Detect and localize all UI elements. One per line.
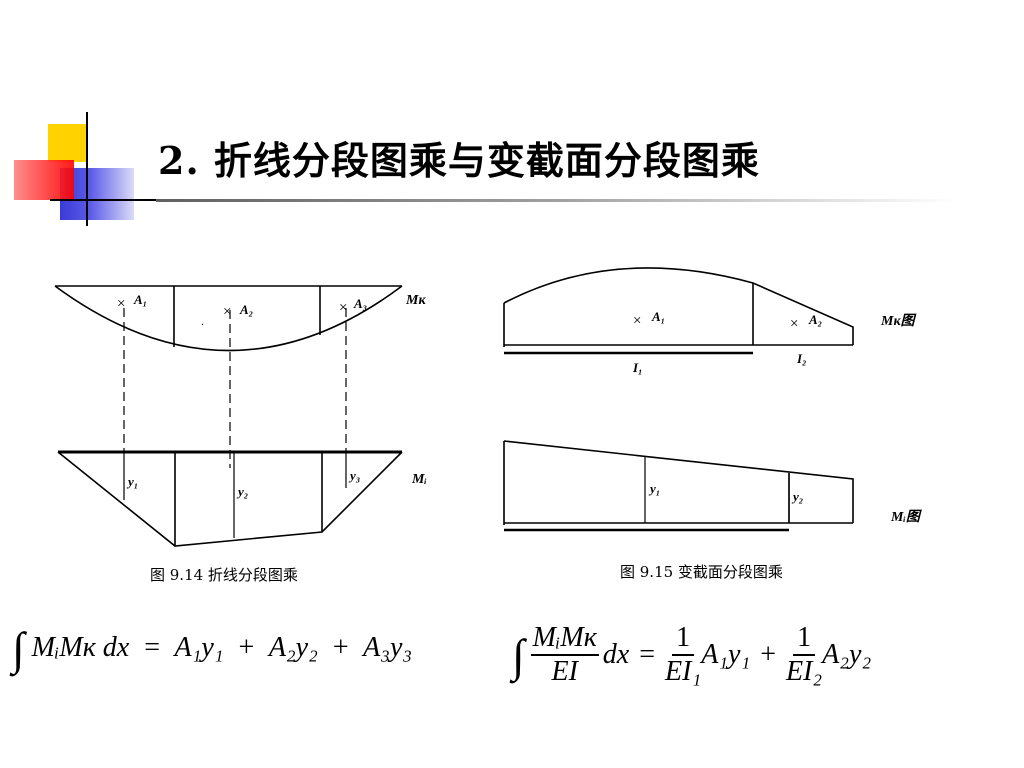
area-label-3: A₃ bbox=[353, 296, 367, 311]
equals: = bbox=[144, 632, 161, 663]
area-label-r2: A₂ bbox=[808, 312, 822, 327]
fraction-1-num: 1 bbox=[672, 622, 695, 656]
mi-polyline bbox=[57, 451, 403, 547]
area-label-r1: A₁ bbox=[651, 309, 665, 324]
area-label-1: A₁ bbox=[133, 292, 147, 307]
area-marker-r2: × bbox=[790, 316, 798, 332]
fraction-2: 1 EI₂ bbox=[786, 622, 822, 688]
fraction-1: 1 EI₁ bbox=[665, 622, 701, 688]
fraction-main-den: EI bbox=[551, 656, 578, 687]
slide-title: 2. 折线分段图乘与变截面分段图乘 bbox=[158, 138, 760, 183]
dx: dx bbox=[602, 639, 630, 670]
fraction-2-den: EI₂ bbox=[786, 656, 823, 687]
ord-label-2: y₂ bbox=[236, 484, 248, 499]
plus-2: + bbox=[332, 632, 349, 663]
title-underline bbox=[156, 199, 956, 202]
term-r1: A₁y₁ bbox=[701, 639, 751, 670]
mi-label: Mᵢ bbox=[411, 472, 427, 487]
term-3: A₃y₃ bbox=[363, 632, 413, 663]
mk-curve-right bbox=[503, 267, 854, 345]
area-marker-1: × bbox=[117, 296, 125, 312]
plus-right: + bbox=[760, 639, 776, 670]
plus-1: + bbox=[238, 632, 255, 663]
fraction-1-den: EI₁ bbox=[665, 656, 702, 687]
equals-right: = bbox=[639, 639, 656, 670]
mi-outline-right bbox=[503, 440, 854, 523]
fraction-2-num: 1 bbox=[793, 622, 816, 656]
formula-left: ∫ MᵢMк dx = A₁y₁ + A₂y₂ + A₃y₃ bbox=[12, 622, 412, 675]
inertia-label-1: I₁ bbox=[632, 360, 643, 375]
ord-label-r2: y₂ bbox=[791, 489, 803, 504]
deco-red-square bbox=[14, 160, 74, 200]
left-diagram: × × × . A₁ A₂ A₃ y₁ y₂ y₃ Mк Mᵢ bbox=[54, 285, 427, 547]
term-1: A₁y₁ bbox=[174, 632, 224, 663]
term-r2: A₂y₂ bbox=[822, 639, 872, 670]
svg-text:.: . bbox=[201, 314, 204, 328]
ord-label-r1: y₁ bbox=[648, 481, 660, 496]
mk-label: Mк bbox=[405, 293, 426, 308]
mk-label-right: Mк图 bbox=[880, 313, 917, 329]
ord-label-1: y₁ bbox=[126, 474, 138, 489]
integral-sign-right: ∫ bbox=[512, 629, 525, 681]
integral-sign: ∫ bbox=[12, 623, 25, 674]
mk-curve bbox=[54, 285, 403, 352]
area-marker-3: × bbox=[339, 300, 347, 316]
inertia-label-2: I₂ bbox=[796, 351, 807, 366]
area-marker-r1: × bbox=[633, 313, 641, 329]
integrand: MᵢMк dx bbox=[31, 632, 130, 663]
caption-right: 图 9.15 变截面分段图乘 bbox=[620, 563, 783, 581]
ord-label-3: y₃ bbox=[348, 468, 360, 483]
caption-left: 图 9.14 折线分段图乘 bbox=[150, 566, 298, 584]
fraction-main: MᵢMк EI bbox=[530, 622, 599, 688]
term-2: A₂y₂ bbox=[268, 632, 318, 663]
fraction-main-num: MᵢMк bbox=[530, 622, 599, 656]
mi-label-right: Mᵢ图 bbox=[890, 509, 922, 525]
area-marker-2: × bbox=[223, 304, 231, 320]
area-label-2: A₂ bbox=[239, 302, 253, 317]
deco-horizontal-line bbox=[50, 199, 160, 201]
right-diagram: × × A₁ A₂ I₁ I₂ y₁ y₂ Mк图 Mᵢ图 bbox=[503, 267, 922, 532]
deco-vertical-line bbox=[86, 112, 88, 226]
deco-yellow-square bbox=[48, 124, 86, 162]
formula-right: ∫ MᵢMк EI dx = 1 EI₁ A₁y₁ + 1 EI₂ A₂y₂ bbox=[512, 622, 871, 688]
